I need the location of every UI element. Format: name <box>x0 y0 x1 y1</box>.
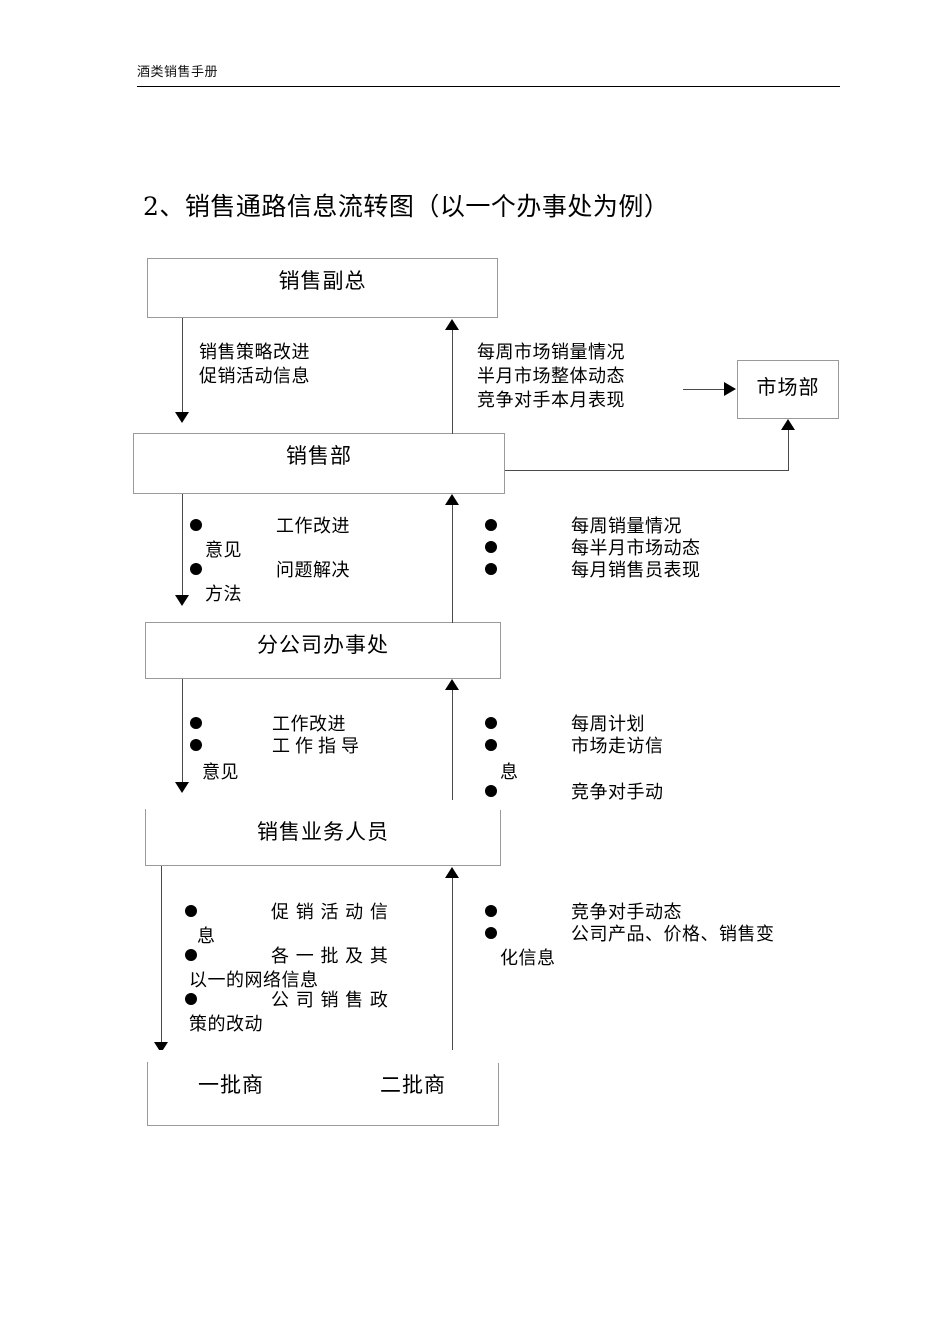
node-branch-office-label: 分公司办事处 <box>257 633 389 657</box>
annotation-staff-downward-item3-cont: 策的改动 <box>189 1014 263 1035</box>
annotation-branch-upward-item1: 每周计划 <box>571 714 645 735</box>
node-dealer-first-label: 一批商 <box>198 1073 264 1097</box>
annotation-sales-upward-item2: 每半月市场动态 <box>571 538 701 559</box>
running-header: 酒类销售手册 <box>137 65 219 80</box>
connector-dealers-to-staff-line <box>452 878 453 1063</box>
connector-sales-to-vp-line <box>452 329 453 434</box>
annotation-branch-upward-cont: 息 <box>500 762 519 783</box>
node-sales-department: 销售部 <box>133 433 505 494</box>
bullet-icon <box>485 563 497 575</box>
connector-vp-to-sales-arrow <box>175 412 189 423</box>
annotation-branch-downward-item1: 工作改进 <box>272 714 346 735</box>
bullet-icon <box>485 519 497 531</box>
connector-vp-to-sales-line <box>182 318 183 414</box>
annotation-vp-downward-line1: 销售策略改进 <box>199 342 310 363</box>
bullet-icon <box>190 717 202 729</box>
annotation-branch-upward-item3: 竞争对手动 <box>571 782 664 803</box>
annotation-vp-upward-line2: 半月市场整体动态 <box>477 366 625 387</box>
annotation-staff-upward-cont: 化信息 <box>500 948 556 969</box>
bullet-icon <box>185 949 197 961</box>
annotation-staff-downward-item1-cont: 息 <box>197 926 216 947</box>
bullet-icon <box>485 927 497 939</box>
annotation-branch-downward-item2: 工作指导 <box>272 736 364 757</box>
bullet-icon <box>185 993 197 1005</box>
node-dealer-second-label: 二批商 <box>380 1073 446 1097</box>
annotation-staff-downward-item1: 促 销 活 动 信 <box>271 902 389 923</box>
annotation-vp-upward-line1: 每周市场销量情况 <box>477 342 625 363</box>
annotation-branch-downward-cont: 意见 <box>202 762 239 783</box>
bullet-icon <box>485 739 497 751</box>
bullet-icon <box>190 563 202 575</box>
annotation-staff-upward-item2: 公司产品、价格、销售变 <box>571 924 775 945</box>
node-sales-staff: 销售业务人员 <box>145 809 501 866</box>
annotation-sales-upward-item1: 每周销量情况 <box>571 516 682 537</box>
annotation-branch-upward-item2: 市场走访信 <box>571 736 664 757</box>
connector-staff-to-branch-line <box>452 690 453 810</box>
bullet-icon <box>485 717 497 729</box>
connector-sales-to-branch-arrow <box>175 595 189 606</box>
node-sales-department-label: 销售部 <box>286 444 352 468</box>
connector-sales-to-branch-line <box>182 494 183 597</box>
annotation-sales-upward-item3: 每月销售员表现 <box>571 560 701 581</box>
node-sales-staff-label: 销售业务人员 <box>257 820 389 844</box>
connector-branch-to-staff-arrow <box>175 782 189 793</box>
connector-sales-to-marketing-horizontal <box>505 470 789 471</box>
annotation-staff-downward-item2: 各 一 批 及 其 <box>271 946 389 967</box>
node-sales-vp-label: 销售副总 <box>278 269 367 293</box>
connector-into-marketing-line <box>683 389 725 390</box>
connector-branch-to-sales-line <box>452 505 453 623</box>
annotation-sales-downward-item1: 工作改进 <box>276 516 350 537</box>
connector-into-marketing-arrow <box>724 382 736 396</box>
node-marketing-department-label: 市场部 <box>756 375 820 399</box>
node-sales-vp: 销售副总 <box>147 258 498 318</box>
annotation-staff-downward-item2-cont: 以一的网络信息 <box>189 970 319 991</box>
bullet-icon <box>485 905 497 917</box>
node-branch-office: 分公司办事处 <box>145 622 501 679</box>
clip-mask-staff-box <box>146 800 806 810</box>
connector-staff-to-dealers-arrow <box>154 1042 168 1053</box>
bullet-icon <box>185 905 197 917</box>
connector-dealers-to-staff-arrow <box>445 867 459 878</box>
annotation-sales-downward-item2: 问题解决 <box>276 560 350 581</box>
connector-sales-to-marketing-vertical <box>788 430 789 471</box>
bullet-icon <box>485 541 497 553</box>
connector-branch-to-sales-arrow <box>445 494 459 505</box>
section-title: 2、销售通路信息流转图（以一个办事处为例） <box>143 192 670 221</box>
header-rule <box>137 86 840 87</box>
annotation-sales-downward-item1-cont: 意见 <box>205 540 242 561</box>
connector-staff-to-dealers-line <box>161 866 162 1044</box>
bullet-icon <box>190 519 202 531</box>
connector-branch-to-staff-line <box>182 679 183 784</box>
bullet-icon <box>485 785 497 797</box>
connector-sales-to-vp-arrow <box>445 319 459 330</box>
annotation-vp-downward-line2: 促销活动信息 <box>199 366 310 387</box>
node-marketing-department: 市场部 <box>737 360 839 419</box>
connector-sales-to-marketing-arrow <box>781 419 795 430</box>
node-dealers: 一批商 二批商 <box>147 1062 499 1126</box>
annotation-staff-downward-item3: 公 司 销 售 政 <box>271 990 389 1011</box>
bullet-icon <box>190 739 202 751</box>
connector-staff-to-branch-arrow <box>445 679 459 690</box>
annotation-sales-downward-item2-cont: 方法 <box>205 584 242 605</box>
annotation-staff-upward-item1: 竞争对手动态 <box>571 902 682 923</box>
clip-mask-dealers-box <box>148 1050 808 1063</box>
annotation-vp-upward-line3: 竞争对手本月表现 <box>477 390 625 411</box>
